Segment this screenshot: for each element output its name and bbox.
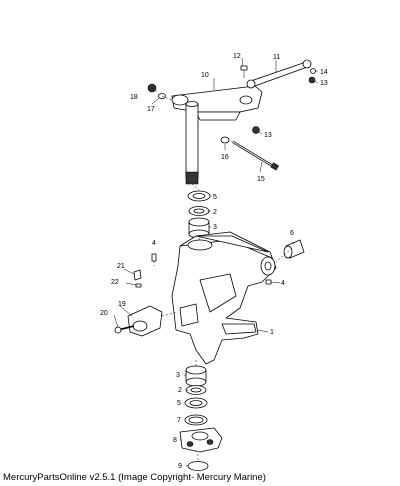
- grease-fitting-part-4-right[interactable]: [265, 279, 272, 285]
- washer-part-5-lower[interactable]: [184, 397, 208, 409]
- callout-21: 21: [117, 263, 125, 270]
- callout-10: 10: [201, 72, 209, 79]
- callout-2-upper: 2: [213, 209, 217, 216]
- yoke-part-8[interactable]: [179, 427, 223, 453]
- bushing-part-6[interactable]: [283, 239, 305, 259]
- retaining-ring-part-9[interactable]: [187, 461, 209, 471]
- callout-19: 19: [118, 301, 126, 308]
- copyright-text: MercuryPartsOnline v2.5.1 (Image Copyrig…: [3, 472, 266, 483]
- swivel-bracket-part-1[interactable]: [171, 231, 277, 365]
- callout-3-upper: 3: [213, 224, 217, 231]
- callout-4-upper: 4: [152, 240, 156, 247]
- assembly-lines: [151, 87, 293, 461]
- callout-3-lower: 3: [176, 372, 180, 379]
- callout-12: 12: [233, 53, 241, 60]
- callout-4-right: 4: [281, 280, 285, 287]
- callout-labels: 1 2 2 3 3 4 4 5 5 6 7 8 9 10 11 12 13 13…: [100, 53, 328, 470]
- steering-arm-part-10[interactable]: [171, 85, 263, 121]
- callout-1: 1: [270, 329, 274, 336]
- callout-11: 11: [273, 54, 280, 61]
- callout-20: 20: [100, 310, 108, 317]
- screw-part-22[interactable]: [135, 283, 142, 288]
- washer-part-14[interactable]: [310, 68, 316, 74]
- callout-8: 8: [173, 437, 177, 444]
- callout-2-lower: 2: [178, 387, 182, 394]
- steering-shaft-part[interactable]: [185, 101, 199, 185]
- callout-9: 9: [178, 463, 182, 470]
- nut-part-13-top[interactable]: [308, 76, 316, 84]
- grease-fitting-part-4-upper[interactable]: [151, 253, 157, 262]
- bolt-part-15[interactable]: [232, 140, 280, 171]
- callout-22: 22: [111, 279, 119, 286]
- callout-13-mid: 13: [264, 132, 272, 139]
- callout-6: 6: [290, 230, 294, 237]
- callout-14: 14: [320, 69, 328, 76]
- washer-part-16[interactable]: [220, 136, 230, 144]
- callout-18: 18: [130, 94, 138, 101]
- steering-link-rod-part-11[interactable]: [246, 59, 312, 89]
- callout-16: 16: [221, 154, 229, 161]
- screw-part-20[interactable]: [114, 325, 135, 334]
- callout-17: 17: [147, 106, 155, 113]
- washer-part-2-lower[interactable]: [185, 385, 207, 395]
- screw-part-12[interactable]: [240, 65, 248, 78]
- callout-5-upper: 5: [213, 194, 217, 201]
- nut-part-13-mid[interactable]: [252, 126, 260, 134]
- callout-13-top: 13: [320, 80, 328, 87]
- washer-part-7[interactable]: [184, 414, 208, 426]
- bracket-part-19[interactable]: [127, 305, 163, 337]
- bushing-part-3-lower[interactable]: [185, 365, 207, 387]
- clip-part-21[interactable]: [133, 269, 142, 281]
- leader-lines: [113, 57, 319, 467]
- callout-15: 15: [257, 176, 265, 183]
- callout-7: 7: [177, 417, 181, 424]
- callout-5-lower: 5: [177, 400, 181, 407]
- washer-part-5-upper[interactable]: [187, 190, 211, 202]
- washer-part-2-upper[interactable]: [188, 206, 210, 216]
